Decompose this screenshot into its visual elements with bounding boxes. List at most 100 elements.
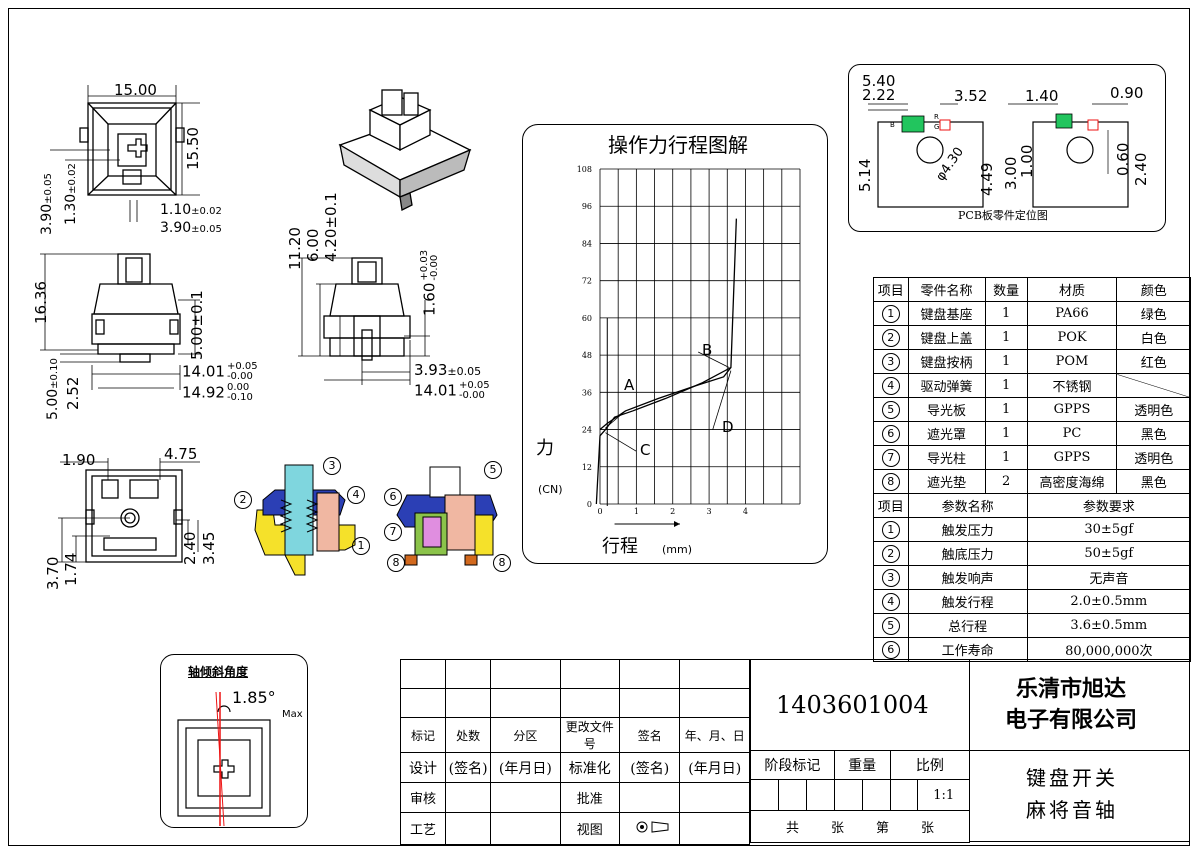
parts-header-cell: 颜色 [1116, 277, 1191, 302]
callout-6-right: 6 [384, 488, 402, 506]
dim-bottom-a: 1.90 [62, 451, 96, 469]
params-cell-name: 总行程 [907, 613, 1028, 638]
parts-cell-name: 键盘上盖 [907, 325, 986, 350]
product-name-line2: 麻将音轴 [1026, 798, 1118, 822]
callout-1-left: 1 [352, 537, 370, 555]
tilt-angle: 1.85° [232, 688, 276, 707]
tb-rev-header: 更改文件号 [559, 717, 621, 753]
chart-y-tick: 60 [582, 314, 592, 323]
params-cell-value: 80,000,000次 [1026, 637, 1192, 662]
tb-design-cell: (年月日) [490, 752, 561, 783]
dim-front-b1: 5.00±0.10 [45, 358, 61, 420]
chart-y-tick: 72 [582, 277, 592, 286]
pcb-dim-k: 2.40 [1132, 152, 1150, 186]
params-cell-name: 触发压力 [907, 517, 1028, 542]
tb-review: 审核 [400, 782, 446, 813]
item-number: 3 [881, 352, 900, 371]
isometric-switch-drawing [338, 89, 472, 211]
dim-top-c: 1.10±0.02 [160, 202, 222, 218]
parts-cell-name: 遮光罩 [907, 421, 986, 446]
chart-x-arrowhead [674, 521, 680, 527]
chart-point-d: D [722, 418, 734, 436]
parts-cell-material: 高密度海绵 [1026, 469, 1118, 494]
item-number: 2 [881, 328, 900, 347]
title-block-stage: 阶段标记重量比例 1:1 共张第张 [750, 750, 971, 843]
chart-x-tick: 1 [634, 507, 639, 516]
pcb-dim-i: 1.00 [1018, 144, 1036, 178]
params-cell-name: 触发响声 [907, 565, 1028, 590]
parts-cell-material: PA66 [1026, 301, 1118, 326]
parts-cell-name: 遮光垫 [907, 469, 986, 494]
tb-sheet-word: 第 [876, 821, 890, 836]
params-cell-value: 30±5gf [1026, 517, 1192, 542]
item-number: 6 [881, 640, 900, 659]
dim-bottom-e: 3.70 [44, 556, 62, 590]
product-name-line1: 键盘开关 [1026, 766, 1118, 790]
dim-side-w2: 14.01+0.05-0.00 [414, 380, 490, 401]
parts-cell-material: POM [1026, 349, 1118, 374]
chart-xunit: (mm) [662, 543, 693, 556]
item-number: 1 [881, 304, 900, 323]
dim-side-h1: 11.20 [286, 227, 304, 270]
tilt-panel [160, 654, 308, 828]
parts-header-cell: 零件名称 [907, 277, 986, 302]
tilt-title: 轴倾斜角度 [188, 665, 249, 679]
chart-ylabel: 力 [536, 438, 554, 459]
pcb-pin-r-left: R [934, 113, 939, 121]
chart-title: 操作力行程图解 [608, 133, 748, 157]
callout-2-left: 2 [234, 491, 252, 509]
item-number: 7 [881, 448, 900, 467]
tb-company-box [969, 659, 1190, 751]
params-cell-value: 无声音 [1026, 565, 1192, 590]
front-view-drawing [40, 253, 200, 390]
parts-cell-name: 导光板 [907, 397, 986, 422]
dim-front-w1: 14.01+0.05-0.00 [182, 361, 258, 382]
parts-cell-name: 导光柱 [907, 445, 986, 470]
tb-stage-header: 重量 [833, 750, 891, 780]
item-number: 6 [881, 424, 900, 443]
chart-y-tick: 48 [582, 351, 592, 360]
dim-top-a: 3.90±0.05 [39, 173, 55, 235]
params-header-cell: 项目 [873, 493, 909, 518]
dim-bottom-d: 3.45 [200, 531, 218, 565]
params-cell-name: 触发行程 [907, 589, 1028, 614]
parts-cell-material: POK [1026, 325, 1118, 350]
item-number: 5 [881, 400, 900, 419]
params-cell-value: 2.0±0.5mm [1026, 589, 1192, 614]
tilt-max: Max [282, 709, 303, 720]
parts-cell-material: PC [1026, 421, 1118, 446]
dim-top-width: 15.00 [114, 81, 157, 99]
chart-leader-b [698, 351, 730, 368]
dim-bottom-c: 2.40 [181, 531, 199, 565]
cross-section-right [396, 466, 498, 566]
parts-cell-qty: 1 [984, 301, 1028, 326]
parts-cell-material: GPPS [1026, 445, 1118, 470]
dim-top-height: 15.50 [184, 127, 202, 170]
tb-rev-header: 标记 [400, 717, 446, 753]
pcb-footprint-drawing [868, 103, 1129, 208]
parts-cell-color: 绿色 [1116, 301, 1191, 326]
chart-series-line [595, 218, 738, 505]
callout-4-left: 4 [347, 486, 365, 504]
callout-3-left: 3 [323, 457, 341, 475]
chart-y-tick: 24 [582, 426, 592, 435]
tb-sheet-word: 张 [921, 821, 935, 836]
parts-header-cell: 材质 [1026, 277, 1118, 302]
pcb-panel [848, 64, 1166, 232]
top-view-drawing [50, 85, 200, 222]
tb-approve: 批准 [559, 782, 621, 813]
tb-rev-header: 年、月、日 [679, 717, 750, 753]
title-block-left: 标记处数分区更改文件号签名年、月、日 设计(签名)(年月日)标准化(签名)(年月… [400, 659, 750, 845]
pcb-dim-h: 3.00 [1002, 156, 1020, 190]
params-cell-name: 触底压力 [907, 541, 1028, 566]
parts-cell-color: 透明色 [1116, 445, 1191, 470]
parts-cell-material: GPPS [1026, 397, 1118, 422]
dim-bottom-f: 1.74 [62, 552, 80, 586]
tb-design-cell: (年月日) [679, 752, 750, 783]
pcb-dim-d: 1.40 [1025, 87, 1059, 105]
